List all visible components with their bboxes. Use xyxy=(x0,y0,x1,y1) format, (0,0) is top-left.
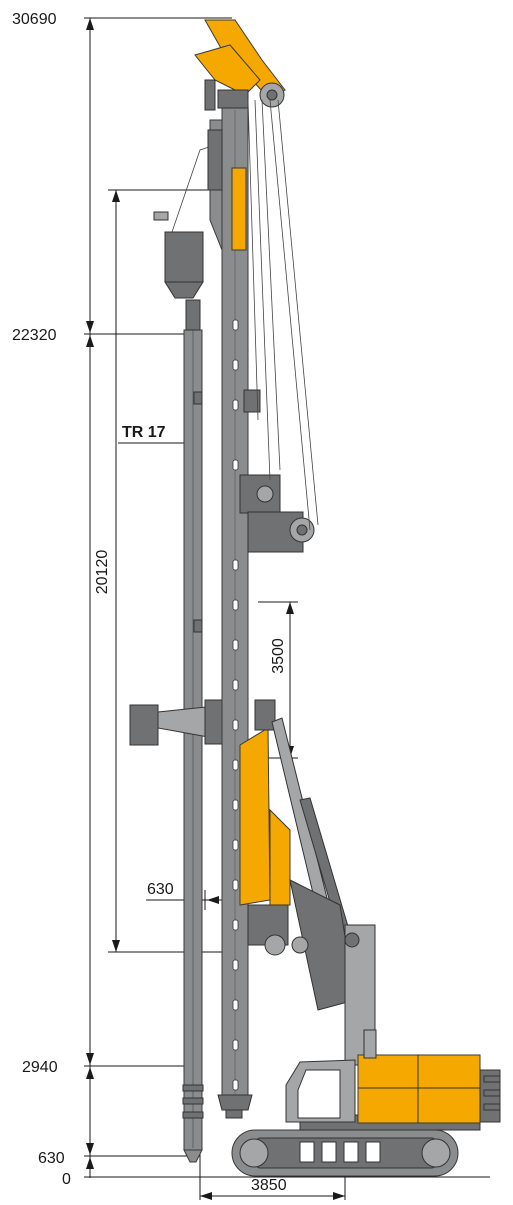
kelly-swivel xyxy=(153,139,231,299)
height-total-label: 30690 xyxy=(12,11,57,28)
height-zero-label: 0 xyxy=(62,1171,71,1188)
upper-carriage xyxy=(285,1029,501,1131)
height-mast-top-label: 22320 xyxy=(12,327,57,344)
crawler-track xyxy=(231,1129,459,1177)
hoist-ropes xyxy=(247,99,319,531)
mast-holes xyxy=(232,319,239,1091)
stroke-label: 3500 xyxy=(270,638,287,674)
height-base-label: 2940 xyxy=(22,1059,58,1076)
kelly-length-dimension xyxy=(108,189,230,953)
kelly-offset-label: 630 xyxy=(147,881,174,898)
height-ground-offset-label: 630 xyxy=(38,1150,65,1167)
kelly-guide-arm xyxy=(129,699,226,746)
mast-head xyxy=(194,19,286,111)
tail-radius-label: 3850 xyxy=(251,1177,287,1194)
model-label: TR 17 xyxy=(122,424,166,441)
kelly-length-label: 20120 xyxy=(94,550,111,595)
dim-label-30690: 30690 xyxy=(12,11,57,28)
vertical-dimension-lines xyxy=(84,17,490,1178)
kelly-bar xyxy=(182,299,204,1163)
winch-block xyxy=(239,389,315,553)
mast xyxy=(207,99,253,1119)
rotary-drive xyxy=(239,699,291,956)
